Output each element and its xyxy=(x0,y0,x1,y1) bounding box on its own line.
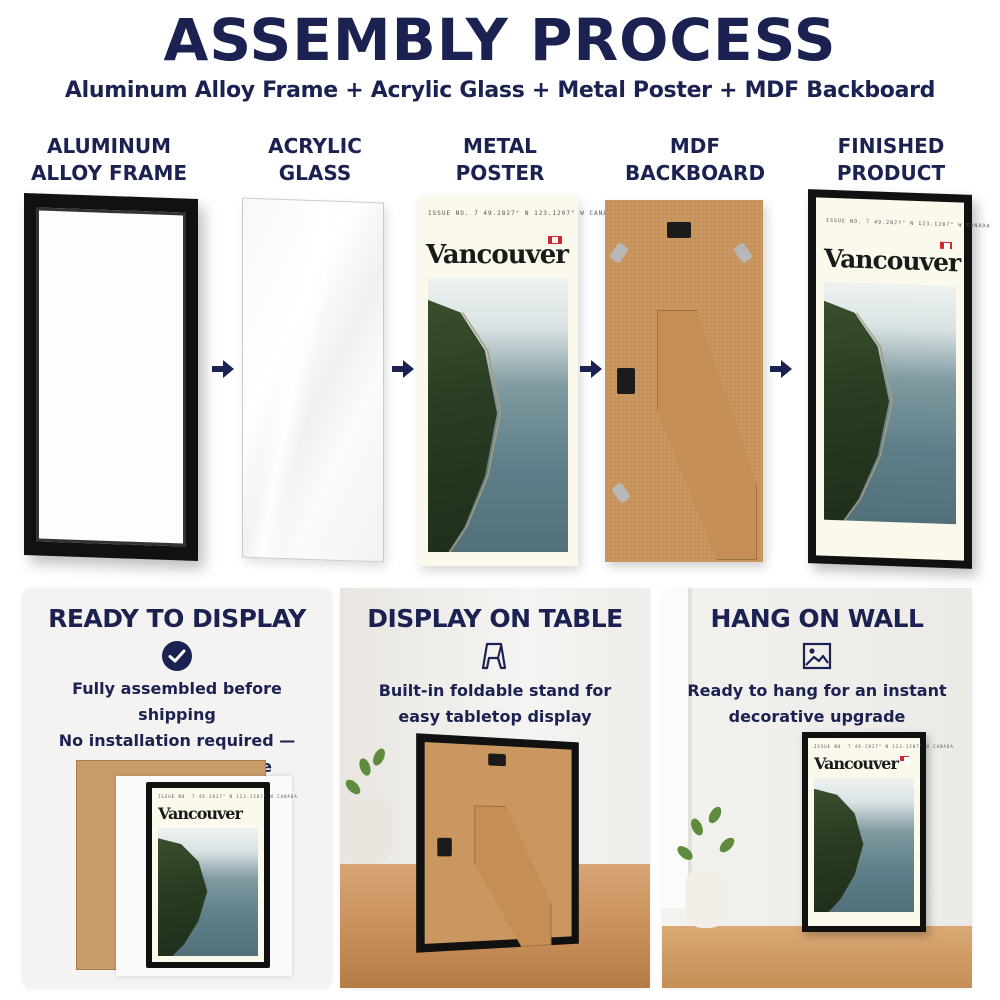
boxed-frame: ISSUE NO. 7 49.2827° N 123.1207° W CANAD… xyxy=(146,782,298,968)
sawtooth-hanger-icon xyxy=(667,222,691,238)
easel-stand-icon xyxy=(481,642,507,670)
card-title: DISPLAY ON TABLE xyxy=(367,604,623,633)
card-description-line: decorative upgrade xyxy=(728,707,906,726)
turn-clip-icon xyxy=(610,482,632,504)
step-label-line: ALLOY FRAME xyxy=(30,161,188,185)
wooden-sideboard xyxy=(662,926,972,988)
mdf-backboard-image xyxy=(605,200,763,562)
forest-shape xyxy=(158,838,208,956)
check-circle-icon xyxy=(162,641,192,671)
step-label-mdf-backboard: MDF BACKBOARD xyxy=(600,133,790,187)
step-label-line: FINISHED xyxy=(837,134,945,158)
coastline-photo xyxy=(158,828,258,956)
step-label-line: METAL xyxy=(463,134,537,158)
coastline-photo xyxy=(814,778,914,912)
arrow-right-icon xyxy=(392,360,414,378)
turn-clip-icon xyxy=(732,242,754,264)
card-description: Built-in foldable stand for easy tableto… xyxy=(350,678,640,730)
turn-clip-icon xyxy=(608,242,630,264)
aluminum-frame-image xyxy=(24,192,198,562)
arrow-right-icon xyxy=(212,360,234,378)
poster-city-name: Vancouver xyxy=(814,754,899,773)
poster-city-name: Vancouver xyxy=(426,240,569,270)
canada-flag-icon xyxy=(548,236,562,244)
stand-hinge-icon xyxy=(437,837,452,857)
poster-header-text: ISSUE NO. 7 49.2827° N 123.1207° W CANAD… xyxy=(428,210,618,217)
step-label-line: ACRYLIC xyxy=(268,134,362,158)
glass-reflection xyxy=(241,200,345,558)
step-label-acrylic-glass: ACRYLIC GLASS xyxy=(220,133,410,187)
frame-mat: ISSUE NO. 7 49.2827° N 123.1207° W CANAD… xyxy=(808,738,954,926)
step-label-aluminum-frame: ALUMINUM ALLOY FRAME xyxy=(14,133,204,187)
card-description-line: No installation required — xyxy=(58,731,296,750)
metal-poster-image: ISSUE NO. 7 49.2827° N 123.1207° W CANAD… xyxy=(418,196,618,566)
card-description-line: easy tabletop display xyxy=(398,707,592,726)
card-title: READY TO DISPLAY xyxy=(48,604,306,633)
easel-stand xyxy=(474,805,551,949)
card-title: HANG ON WALL xyxy=(710,604,924,633)
easel-stand xyxy=(657,310,757,560)
card-description-line: Fully assembled before shipping xyxy=(72,679,282,724)
card-description-line: Ready to hang for an instant xyxy=(687,681,947,700)
page-subtitle: Aluminum Alloy Frame + Acrylic Glass + M… xyxy=(64,78,936,103)
step-label-line: BACKBOARD xyxy=(624,161,766,185)
wall-hung-frame: ISSUE NO. 7 49.2827° N 123.1207° W CANAD… xyxy=(802,732,954,932)
frame-mat: ISSUE NO. 7 49.2827° N 123.1207° W CANAD… xyxy=(816,197,991,561)
frame-opening xyxy=(36,207,186,547)
step-label-line: ALUMINUM xyxy=(47,134,171,158)
stand-hinge-icon xyxy=(617,368,635,394)
mdf-backboard xyxy=(424,742,572,944)
card-description-line: Built-in foldable stand for xyxy=(378,681,612,700)
poster-city-name: Vancouver xyxy=(824,243,961,278)
acrylic-glass-image xyxy=(241,197,384,563)
frame-mat: ISSUE NO. 7 49.2827° N 123.1207° W CANAD… xyxy=(152,788,298,962)
arrow-right-icon xyxy=(770,360,792,378)
standing-frame-back xyxy=(416,733,579,953)
canada-flag-icon xyxy=(900,756,910,763)
arrow-right-icon xyxy=(580,360,602,378)
step-label-metal-poster: METAL POSTER xyxy=(405,133,595,187)
picture-icon xyxy=(802,642,832,670)
coastline-photo xyxy=(428,278,568,552)
page-title: ASSEMBLY PROCESS xyxy=(163,6,837,74)
forest-shape xyxy=(824,301,901,523)
vase xyxy=(686,870,726,928)
card-description: Ready to hang for an instant decorative … xyxy=(672,678,962,730)
step-label-line: POSTER xyxy=(455,161,545,185)
forest-shape xyxy=(814,788,864,912)
coastline-photo xyxy=(824,281,956,525)
step-label-line: MDF xyxy=(669,134,721,158)
card-display-on-table: DISPLAY ON TABLE Built-in foldable stand… xyxy=(340,588,650,988)
potted-plant xyxy=(344,798,392,864)
poster-header-text: ISSUE NO. 7 49.2827° N 123.1207° W CANAD… xyxy=(814,744,954,749)
poster-city-name: Vancouver xyxy=(158,804,243,823)
card-ready-to-display: READY TO DISPLAY Fully assembled before … xyxy=(22,588,332,988)
step-label-finished-product: FINISHED PRODUCT xyxy=(796,133,986,187)
step-label-line: PRODUCT xyxy=(836,161,946,185)
card-hang-on-wall: HANG ON WALL Ready to hang for an instan… xyxy=(662,588,972,988)
poster-header-text: ISSUE NO. 7 49.2827° N 123.1207° W CANAD… xyxy=(826,217,991,230)
sawtooth-hanger-icon xyxy=(488,753,506,767)
step-label-line: GLASS xyxy=(278,161,352,185)
finished-frame-image: ISSUE NO. 7 49.2827° N 123.1207° W CANAD… xyxy=(808,189,991,569)
poster-header-text: ISSUE NO. 7 49.2827° N 123.1207° W CANAD… xyxy=(158,794,298,799)
